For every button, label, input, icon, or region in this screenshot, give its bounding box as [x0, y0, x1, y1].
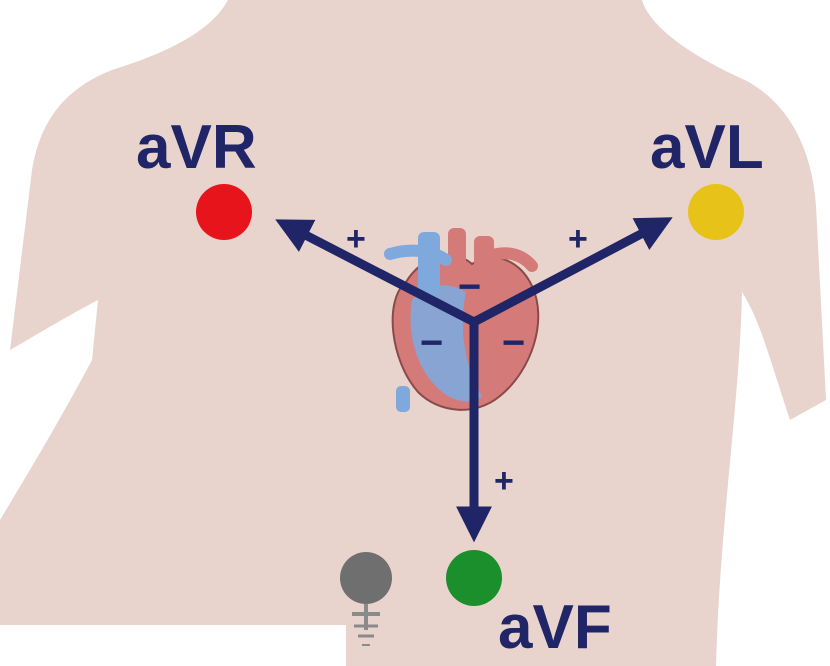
avf-label: aVF — [498, 593, 612, 662]
avl-label: aVL — [650, 113, 764, 182]
avf-plus-sign: + — [494, 462, 514, 500]
avr-plus-sign: + — [346, 220, 366, 258]
avr-electrode — [196, 184, 252, 240]
avl-electrode — [688, 184, 744, 240]
avf-electrode — [446, 550, 502, 606]
top-minus-sign: − — [458, 265, 481, 309]
avl-plus-sign: + — [568, 220, 588, 258]
right-minus-sign: − — [502, 321, 525, 365]
left-minus-sign: − — [420, 321, 443, 365]
avr-label: aVR — [136, 113, 257, 182]
